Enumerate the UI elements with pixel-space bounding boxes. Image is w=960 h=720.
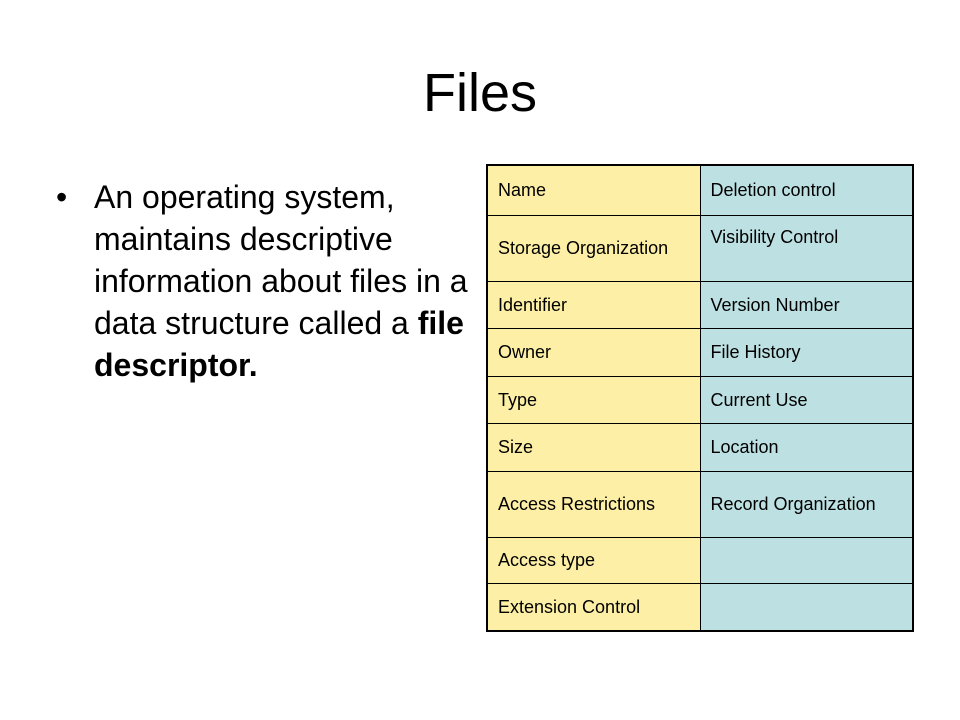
bullet-list: • An operating system, maintains descrip… bbox=[56, 176, 476, 386]
bullet-icon: • bbox=[56, 179, 68, 215]
table-cell-left: Name bbox=[486, 164, 701, 216]
table-cell-right: File History bbox=[699, 327, 914, 377]
table-cell-right: Location bbox=[699, 422, 914, 472]
table-cell-left: Type bbox=[486, 375, 701, 424]
table-row: Storage Organization Visibility Control bbox=[486, 214, 914, 282]
table-row: Extension Control bbox=[486, 582, 914, 632]
table-cell-right: Version Number bbox=[699, 280, 914, 329]
table-row: Owner File History bbox=[486, 327, 914, 377]
table-cell-left: Access Restrictions bbox=[486, 470, 701, 538]
bullet-text-main: An operating system, maintains descripti… bbox=[94, 179, 468, 341]
file-descriptor-table: Name Deletion control Storage Organizati… bbox=[486, 164, 914, 632]
table-cell-right bbox=[699, 536, 914, 584]
table-cell-right: Record Organization bbox=[699, 470, 914, 538]
table-cell-right bbox=[699, 582, 914, 632]
table-cell-right: Current Use bbox=[699, 375, 914, 424]
table-cell-left: Access type bbox=[486, 536, 701, 584]
table-cell-left: Owner bbox=[486, 327, 701, 377]
table-cell-left: Extension Control bbox=[486, 582, 701, 632]
table-cell-left: Size bbox=[486, 422, 701, 472]
slide-title: Files bbox=[422, 63, 537, 123]
table-row: Identifier Version Number bbox=[486, 280, 914, 329]
table-row: Type Current Use bbox=[486, 375, 914, 424]
bullet-text: An operating system, maintains descripti… bbox=[94, 176, 476, 386]
table-row: Size Location bbox=[486, 422, 914, 472]
table-row: Access Restrictions Record Organization bbox=[486, 470, 914, 538]
table-cell-right: Deletion control bbox=[699, 164, 914, 216]
table-row: Access type bbox=[486, 536, 914, 584]
bullet-text-bold: file descriptor bbox=[94, 305, 464, 383]
bullet-text-end: . bbox=[248, 347, 258, 383]
bullet-item: • An operating system, maintains descrip… bbox=[56, 176, 476, 386]
table-cell-left: Identifier bbox=[486, 280, 701, 329]
table-row: Name Deletion control bbox=[486, 164, 914, 216]
table-cell-right: Visibility Control bbox=[699, 214, 914, 282]
table-cell-left: Storage Organization bbox=[486, 214, 701, 282]
